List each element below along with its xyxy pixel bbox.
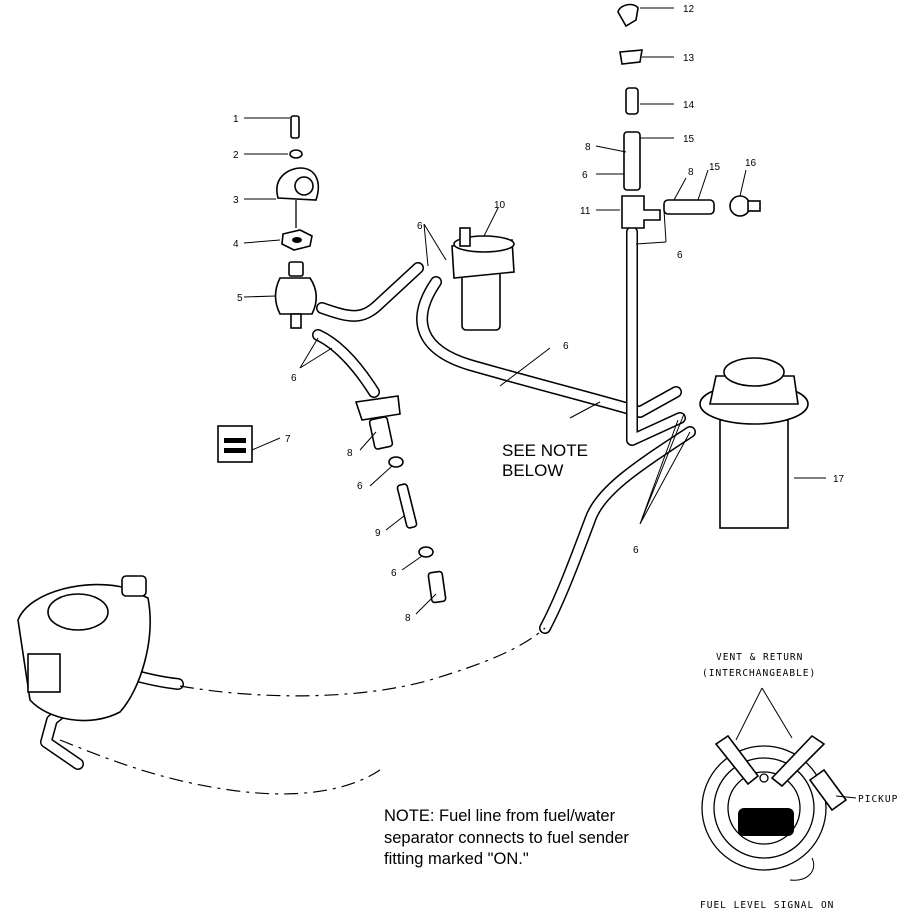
callout-14: 14 xyxy=(683,100,695,111)
callout-6: 6 xyxy=(582,170,588,181)
inset-label-pickup: PICKUP xyxy=(858,794,898,805)
callout-6: 6 xyxy=(291,373,297,384)
part-7-clip xyxy=(217,425,253,463)
see-note-label: SEE NOTE BELOW xyxy=(502,441,588,480)
callout-5: 5 xyxy=(237,293,243,304)
callout-8: 8 xyxy=(688,167,694,178)
callout-15: 15 xyxy=(683,134,695,145)
callout-2: 2 xyxy=(233,150,239,161)
callout-numbers: 1 2 3 4 5 6 7 6 10 6 8 6 9 6 8 12 13 14 … xyxy=(233,4,845,624)
upper-fitting-stack xyxy=(617,3,761,229)
callout-10: 10 xyxy=(494,200,506,211)
leader-lines xyxy=(243,7,826,615)
callout-6: 6 xyxy=(633,545,639,556)
callout-8: 8 xyxy=(405,613,411,624)
callout-6: 6 xyxy=(677,250,683,261)
callout-7: 7 xyxy=(285,434,291,445)
callout-6: 6 xyxy=(357,481,363,492)
inset-detail xyxy=(701,687,857,881)
callout-8: 8 xyxy=(585,142,591,153)
inset-label-vent-return: VENT & RETURN xyxy=(716,652,803,663)
note-line-2: separator connects to fuel sender xyxy=(384,829,629,847)
loose-fittings xyxy=(354,395,447,604)
inset-labels: VENT & RETURN (INTERCHANGEABLE) PICKUP F… xyxy=(700,652,898,911)
callout-12: 12 xyxy=(683,4,695,15)
callout-3: 3 xyxy=(233,195,239,206)
routing-lines xyxy=(59,627,546,795)
note-line-1: NOTE: Fuel line from fuel/water xyxy=(384,807,616,825)
callout-11: 11 xyxy=(580,206,591,217)
callout-15: 15 xyxy=(709,162,721,173)
filter-assembly xyxy=(274,115,320,329)
see-note-line-2: BELOW xyxy=(502,461,563,480)
callout-6: 6 xyxy=(417,221,423,232)
callout-16: 16 xyxy=(745,158,757,169)
carburetor xyxy=(17,575,151,722)
callout-9: 9 xyxy=(375,528,381,539)
hoses xyxy=(40,226,696,770)
inset-label-fuel-level-signal: FUEL LEVEL SIGNAL ON xyxy=(700,900,834,911)
see-note-line-1: SEE NOTE xyxy=(502,441,588,460)
part-10-fuel-water-separator xyxy=(451,227,515,331)
callout-17: 17 xyxy=(833,474,845,485)
callout-4: 4 xyxy=(233,239,239,250)
callout-8: 8 xyxy=(347,448,353,459)
callout-6: 6 xyxy=(563,341,569,352)
inset-label-interchangeable: (INTERCHANGEABLE) xyxy=(702,668,816,679)
part-17-fuel-tank-sender xyxy=(699,357,809,529)
callout-13: 13 xyxy=(683,53,695,64)
callout-6: 6 xyxy=(391,568,397,579)
note-line-3: fitting marked "ON." xyxy=(384,850,529,868)
note-block: NOTE: Fuel line from fuel/water separato… xyxy=(384,807,629,868)
callout-1: 1 xyxy=(233,114,239,125)
